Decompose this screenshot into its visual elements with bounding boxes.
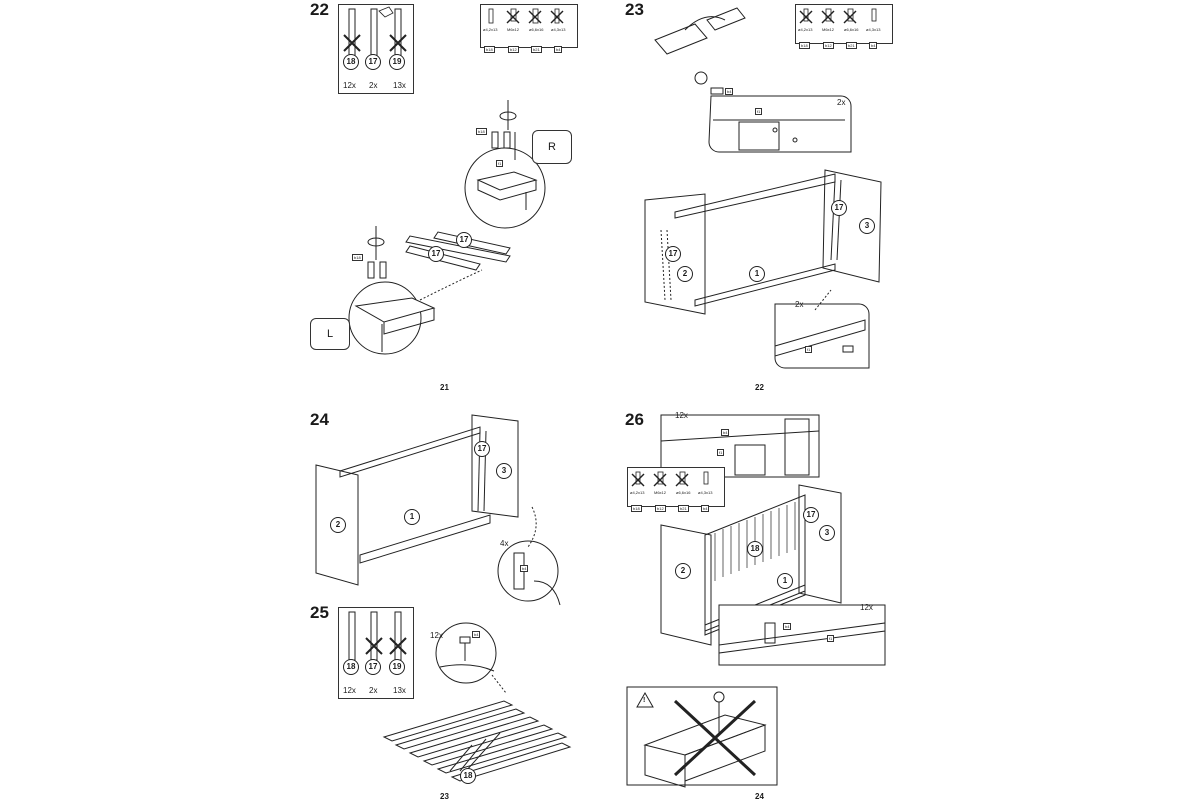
fitting-code: b4 xyxy=(701,505,710,512)
part-code: f1 xyxy=(805,346,813,353)
page-number: 23 xyxy=(440,792,449,801)
part-label-18: 18 xyxy=(343,54,359,70)
manual-page-21: 22 18 17 19 12x 2x 13x xyxy=(300,0,600,400)
part-label-17: 17 xyxy=(365,659,381,675)
screw-code: b18 xyxy=(476,128,487,135)
fitting-label: ø4,2x13 xyxy=(630,490,645,495)
fittings-panel: ø4,2x13 M6x12 ø6,6x16 ø4,3x13 xyxy=(627,467,725,507)
fitting-label: M6x12 xyxy=(654,490,667,495)
callout-part-3: 3 xyxy=(496,463,512,479)
step-26-assembly-drawing xyxy=(626,414,886,788)
callout-part-17: 17 xyxy=(474,441,490,457)
step-number: 22 xyxy=(310,0,329,19)
part-qty: 2x xyxy=(369,686,378,695)
fitting-label: ø4,3x13 xyxy=(551,27,566,32)
callout-part-17: 17 xyxy=(428,246,444,262)
part-qty: 13x xyxy=(393,686,406,695)
count-label: 12x xyxy=(860,603,873,612)
screw-code: b4 xyxy=(472,631,481,638)
fitting-label: M6x12 xyxy=(507,27,520,32)
callout-part-2: 2 xyxy=(675,563,691,579)
part-qty: 12x xyxy=(343,686,356,695)
screw-code: b4 xyxy=(721,429,730,436)
screw-code: b18 xyxy=(352,254,363,261)
side-label-right: R xyxy=(532,130,572,164)
fitting-code: b12 xyxy=(508,46,519,53)
callout-part-2: 2 xyxy=(330,517,346,533)
callout-part-17: 17 xyxy=(803,507,819,523)
tool-code: b4 xyxy=(520,565,529,572)
step-22-assembly-drawing xyxy=(348,100,546,355)
part-label-18: 18 xyxy=(343,659,359,675)
fitting-label: ø4,2x13 xyxy=(798,27,813,32)
count-label: 12x xyxy=(430,631,443,640)
fitting-code: b4 xyxy=(554,46,563,53)
step-number: 26 xyxy=(625,410,644,429)
parts-panel: 18 17 19 12x 2x 13x xyxy=(338,4,414,94)
fitting-code: b21 xyxy=(531,46,542,53)
fitting-label: ø4,3x13 xyxy=(866,27,881,32)
callout-part-2: 2 xyxy=(677,266,693,282)
count-label: 12x xyxy=(675,411,688,420)
part-code: f1 xyxy=(755,108,763,115)
fitting-label: ø4,2x13 xyxy=(483,27,498,32)
fittings-drawing xyxy=(631,471,709,487)
fittings-panel: ø4,2x13 M6x12 ø6,6x16 ø4,3x13 xyxy=(795,4,893,44)
page-number: 24 xyxy=(755,792,764,801)
part-qty: 13x xyxy=(393,81,406,90)
callout-part-1: 1 xyxy=(777,573,793,589)
callout-part-17: 17 xyxy=(665,246,681,262)
part-qty: 2x xyxy=(369,81,378,90)
callout-part-1: 1 xyxy=(404,509,420,525)
manual-page-23: 24 17 3 2 1 4x b4 25 18 xyxy=(300,405,600,801)
fitting-label: ø6,6x16 xyxy=(844,27,859,32)
fitting-code: b4 xyxy=(869,42,878,49)
callout-part-3: 3 xyxy=(819,525,835,541)
parts-panel: 18 17 19 12x 2x 13x xyxy=(338,607,414,699)
part-label-19: 19 xyxy=(389,54,405,70)
fittings-drawing xyxy=(799,8,877,24)
step-number: 25 xyxy=(310,603,329,622)
page-number: 22 xyxy=(755,383,764,392)
part-code: f1 xyxy=(717,449,725,456)
fitting-code: b18 xyxy=(799,42,810,49)
fitting-label: ø4,3x13 xyxy=(698,490,713,495)
side-label-left: L xyxy=(310,318,350,350)
callout-part-3: 3 xyxy=(859,218,875,234)
fitting-code: b21 xyxy=(846,42,857,49)
step-23-assembly-drawing xyxy=(644,7,882,369)
manual-page-24: 26 xyxy=(615,405,915,801)
page-number: 21 xyxy=(440,383,449,392)
part-qty: 12x xyxy=(343,81,356,90)
screw-code: b4 xyxy=(725,88,734,95)
callout-part-18: 18 xyxy=(460,768,476,784)
part-label-19: 19 xyxy=(389,659,405,675)
count-label: 2x xyxy=(795,300,804,309)
part-code: f1 xyxy=(496,160,504,167)
step-25-slats-drawing xyxy=(382,622,572,782)
step-number: 23 xyxy=(625,0,644,19)
callout-part-17: 17 xyxy=(831,200,847,216)
count-label: 2x xyxy=(837,98,846,107)
fitting-label: ø6,6x16 xyxy=(529,27,544,32)
manual-page-22: 23 ø4,2x13 M6x12 ø6,6x16 ø4,3x13 b18 b12… xyxy=(615,0,915,400)
callout-part-17: 17 xyxy=(456,232,472,248)
part-code: f1 xyxy=(827,635,835,642)
fitting-code: b21 xyxy=(678,505,689,512)
count-label: 4x xyxy=(500,539,509,548)
screw-code: b4 xyxy=(783,623,792,630)
callout-part-1: 1 xyxy=(749,266,765,282)
fittings-panel: ø4,2x13 M6x12 ø6,6x16 ø4,3x13 xyxy=(480,4,578,48)
callout-part-18: 18 xyxy=(747,541,763,557)
fitting-code: b18 xyxy=(631,505,642,512)
fittings-drawing xyxy=(488,8,564,24)
fitting-label: ø6,6x16 xyxy=(676,490,691,495)
fitting-code: b12 xyxy=(655,505,666,512)
warning-symbol: ! xyxy=(643,697,646,704)
part-label-17: 17 xyxy=(365,54,381,70)
step-number: 24 xyxy=(310,410,329,429)
fitting-code: b18 xyxy=(484,46,495,53)
fitting-label: M6x12 xyxy=(822,27,835,32)
fitting-code: b12 xyxy=(823,42,834,49)
